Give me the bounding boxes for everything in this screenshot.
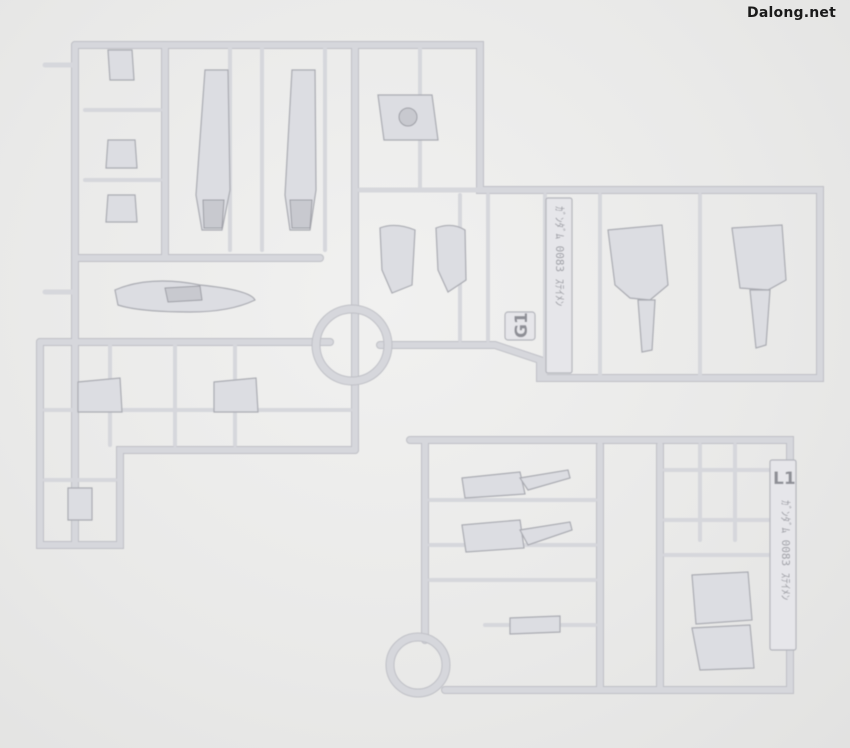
- runner-l-letter: L1: [773, 469, 796, 489]
- runner-g: ｶﾞﾝﾀﾞﾑ 0083 ｽﾃｲﾒﾝ G1: [36, 41, 824, 549]
- runner-g-tag-text: ｶﾞﾝﾀﾞﾑ 0083 ｽﾃｲﾒﾝ: [553, 206, 566, 306]
- runner-l: ｶﾞﾝﾀﾞﾑ 0083 ｽﾃｲﾒﾝ L1: [385, 436, 797, 698]
- watermark: Dalong.net: [747, 5, 836, 21]
- runner-g-letter: G1: [512, 312, 532, 338]
- runner-l-tag-text: ｶﾞﾝﾀﾞﾑ 0083 ｽﾃｲﾒﾝ: [779, 500, 792, 600]
